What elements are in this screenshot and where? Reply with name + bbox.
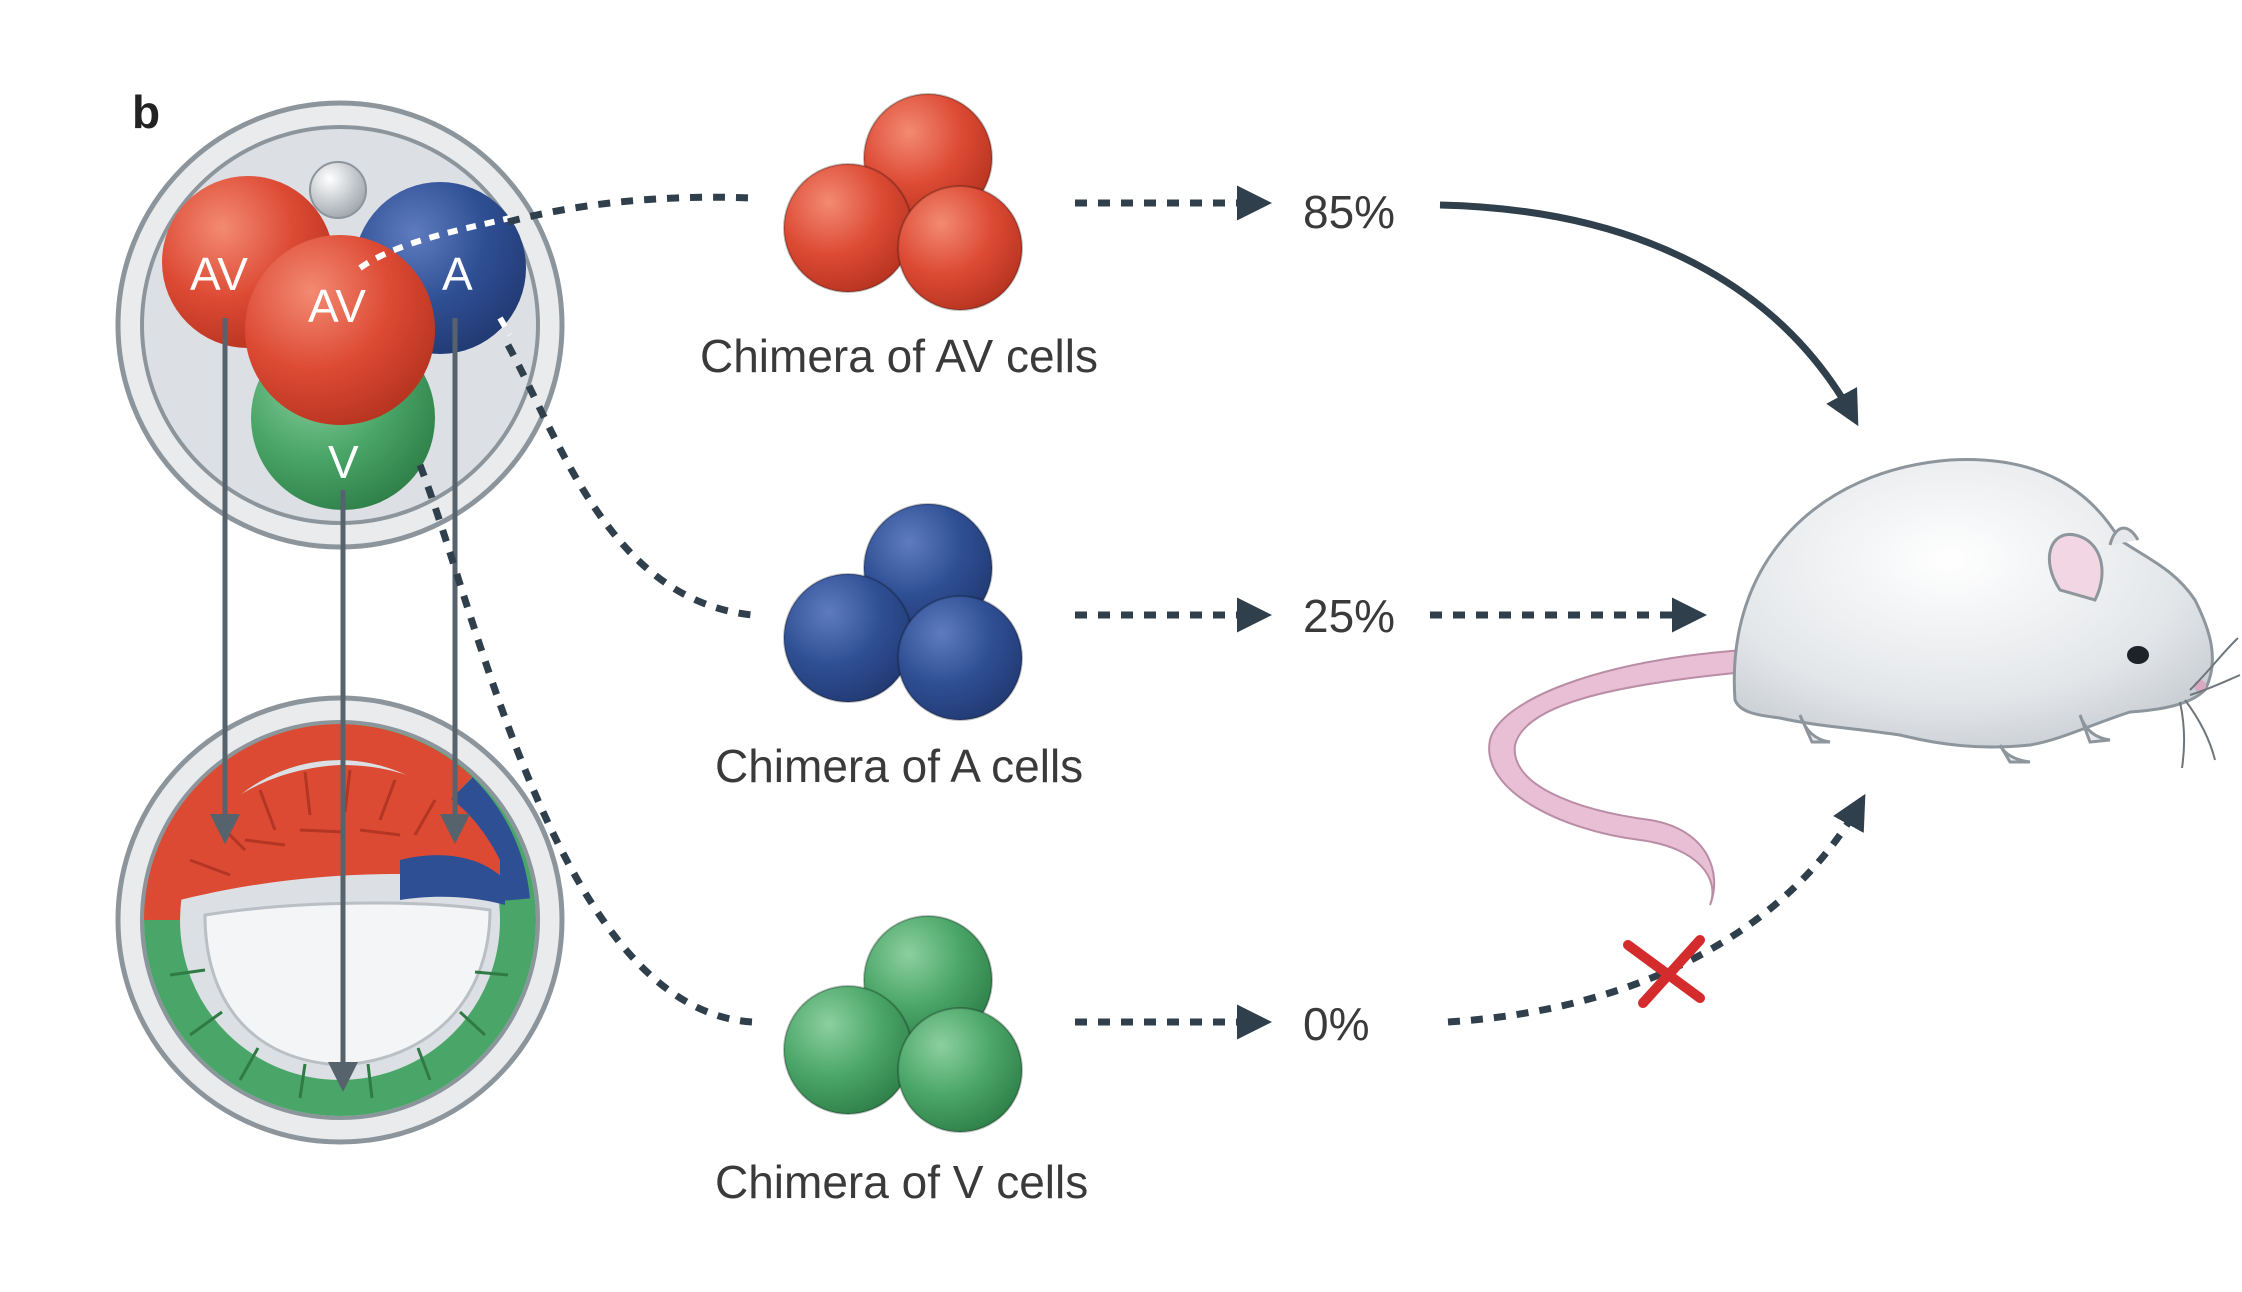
mouse-tail (1488, 648, 1746, 906)
cell-label-av-front: AV (308, 280, 366, 332)
arrow-v-to-mouse (1447, 793, 1866, 1026)
embryo-to-chimera-connectors (416, 193, 753, 1026)
cell-label-a: A (442, 248, 473, 300)
chimera-cell (897, 185, 1023, 311)
mouse-ear (2047, 533, 2104, 602)
chimera-cell (897, 595, 1023, 721)
percent-v: 0% (1303, 998, 1369, 1050)
percent-a: 25% (1303, 590, 1395, 642)
arrow-av-to-mouse (1439, 201, 1859, 427)
polar-body (309, 161, 367, 219)
caption-chimera-v: Chimera of V cells (715, 1156, 1088, 1208)
caption-chimera-av: Chimera of AV cells (700, 330, 1098, 382)
chimera-cell (783, 573, 913, 703)
mouse-whiskers (2179, 637, 2241, 769)
cell-label-v: V (328, 436, 359, 488)
chimera-cell (783, 163, 913, 293)
chimera-av: Chimera of AV cells (700, 93, 1098, 382)
chimera-to-percent-arrows (1075, 185, 1272, 1040)
blastomere-av-front (245, 235, 435, 425)
mouse-illustration (1488, 458, 2241, 906)
chimera-v: Chimera of V cells (715, 915, 1088, 1208)
fail-x-mark (1623, 935, 1705, 1008)
mouse-feet (1798, 714, 2111, 764)
blastocyst (115, 695, 565, 1145)
cell-label-av-back: AV (190, 248, 248, 300)
outcome-arrows (1430, 201, 1866, 1026)
chimera-a: Chimera of A cells (715, 503, 1083, 792)
mouse-body (1732, 458, 2214, 749)
chimera-cell (897, 1007, 1023, 1133)
caption-chimera-a: Chimera of A cells (715, 740, 1083, 792)
mouse-eye (2127, 646, 2149, 664)
chimera-cell (783, 985, 913, 1115)
four-cell-embryo: AV AV A V (115, 100, 565, 550)
panel-label: b (132, 86, 160, 138)
percent-av: 85% (1303, 186, 1395, 238)
